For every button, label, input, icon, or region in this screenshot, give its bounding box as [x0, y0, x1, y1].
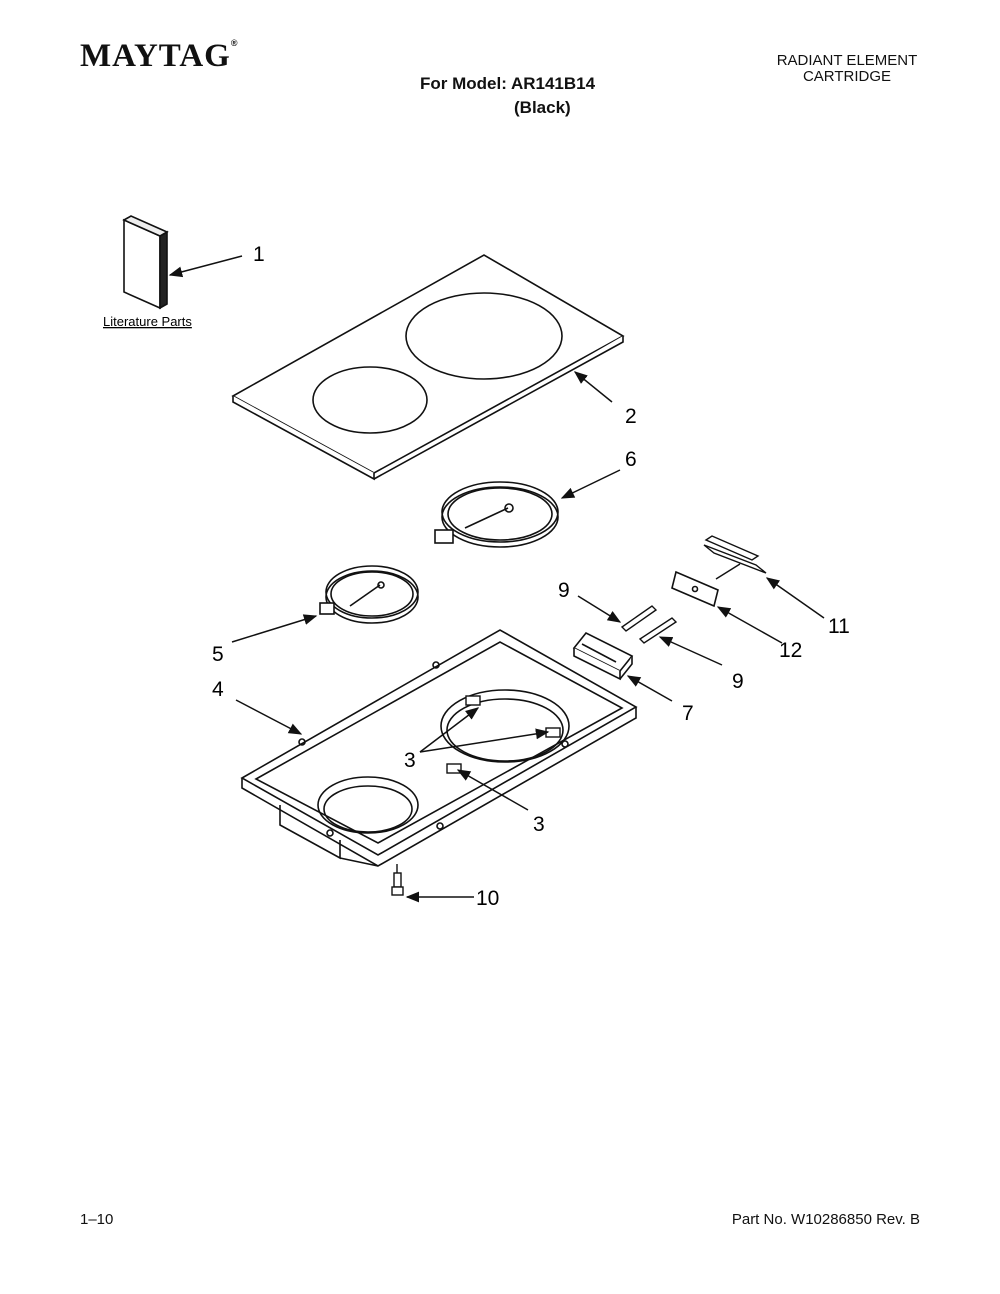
model-title: For Model: AR141B14	[420, 74, 596, 93]
page-number: 1–10	[80, 1211, 114, 1228]
wire-connectors	[620, 605, 678, 644]
callout-4: 4	[212, 678, 224, 701]
terminal-block	[572, 631, 634, 681]
model-variant: (Black)	[514, 98, 571, 117]
callout-7: 7	[682, 702, 694, 725]
bracket-plate	[671, 570, 719, 608]
registered-mark: ®	[230, 38, 239, 48]
callout-3b: 3	[533, 813, 545, 836]
literature-booklet	[122, 215, 169, 310]
limiter-switch	[703, 535, 767, 580]
brand-name: MAYTAG	[80, 38, 231, 74]
section-title-line-2: CARTRIDGE	[802, 68, 892, 85]
callout-11: 11	[828, 615, 850, 638]
callout-9b: 9	[732, 670, 744, 693]
callout-3a: 3	[404, 749, 416, 772]
part-number: Part No. W10286850 Rev. B	[731, 1211, 920, 1228]
literature-parts-label: Literature Parts	[103, 314, 192, 329]
brand-logo: MAYTAG®	[80, 38, 238, 75]
leader-arrows	[168, 255, 825, 903]
cooktop-glass	[231, 254, 625, 481]
screw	[391, 864, 404, 896]
callout-5: 5	[212, 643, 224, 666]
callout-6: 6	[625, 448, 637, 471]
callout-10: 10	[476, 887, 499, 910]
callout-1: 1	[253, 243, 265, 266]
callout-12: 12	[779, 639, 802, 662]
small-radiant-element	[319, 565, 419, 624]
section-title-line-1: RADIANT ELEMENT	[776, 52, 918, 69]
callout-numbers: 1 2 6 5 4 3 3 9 9 7 10 11 12	[212, 243, 850, 910]
burner-box	[240, 629, 638, 867]
callout-9a: 9	[558, 579, 570, 602]
section-title: RADIANT ELEMENT CARTRIDGE	[740, 53, 954, 85]
callout-2: 2	[625, 405, 637, 428]
large-radiant-element	[434, 481, 559, 548]
